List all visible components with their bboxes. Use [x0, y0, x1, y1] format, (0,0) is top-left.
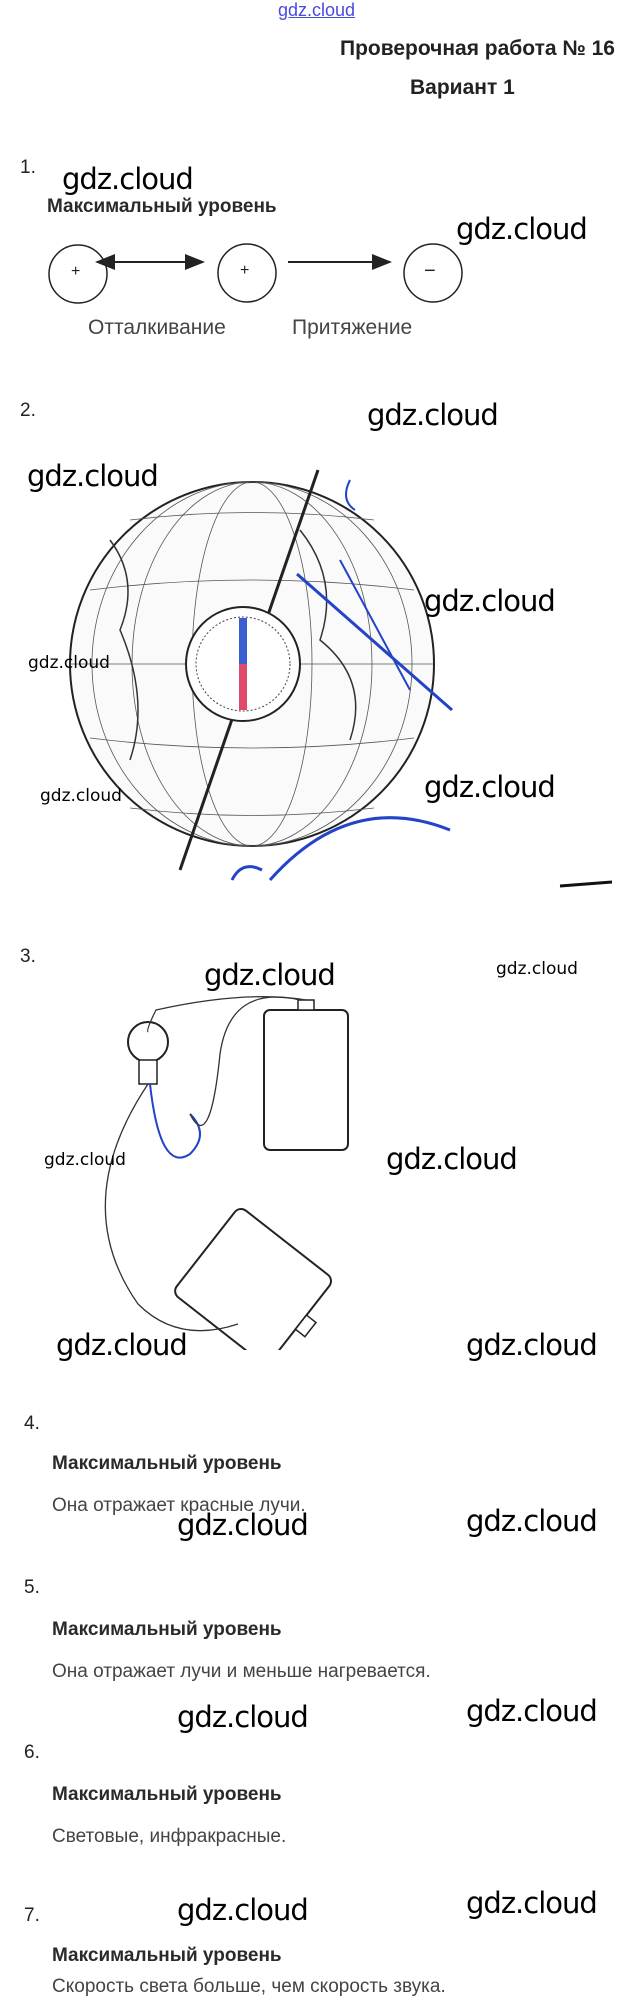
task-number: 5.	[24, 1577, 40, 1598]
plus-sign: +	[71, 263, 81, 280]
watermark: gdz.cloud	[62, 162, 194, 196]
watermark: gdz.cloud	[177, 1508, 309, 1542]
task-number: 7.	[24, 1905, 40, 1926]
task-number: 2.	[20, 400, 36, 421]
watermark: gdz.cloud	[56, 1328, 188, 1362]
task-number: 1.	[20, 157, 36, 178]
watermark: gdz.cloud	[44, 1150, 126, 1170]
watermark: gdz.cloud	[424, 584, 556, 618]
answer-text: Скорость света больше, чем скорость звук…	[52, 1976, 446, 1997]
level-heading: Максимальный уровень	[52, 1784, 282, 1805]
charges-diagram	[48, 243, 463, 304]
plus-sign: +	[240, 262, 250, 279]
minus-sign: −	[424, 260, 436, 282]
globe-compass-drawing	[69, 469, 613, 888]
task-number: 4.	[24, 1413, 40, 1434]
watermark: gdz.cloud	[367, 398, 499, 432]
battery-icon	[263, 1009, 349, 1151]
variant-title: Вариант 1	[410, 76, 515, 99]
compass-needle-north	[239, 618, 247, 664]
level-heading: Максимальный уровень	[47, 196, 277, 217]
compass-needle-south	[239, 664, 247, 710]
repulsion-label: Отталкивание	[88, 316, 226, 339]
watermark: gdz.cloud	[204, 958, 336, 992]
page-title: Проверочная работа № 16	[339, 37, 615, 60]
watermark: gdz.cloud	[424, 770, 556, 804]
watermark: gdz.cloud	[466, 1886, 598, 1920]
level-heading: Максимальный уровень	[52, 1453, 282, 1474]
task-number: 6.	[24, 1742, 40, 1763]
level-heading: Максимальный уровень	[52, 1945, 282, 1966]
watermark: gdz.cloud	[466, 1694, 598, 1728]
watermark: gdz.cloud	[386, 1142, 518, 1176]
answer-text: Световые, инфракрасные.	[52, 1826, 287, 1847]
positive-charge	[217, 243, 277, 303]
level-heading: Максимальный уровень	[52, 1619, 282, 1640]
watermark: gdz.cloud	[177, 1893, 309, 1927]
negative-charge	[403, 243, 463, 303]
site-link[interactable]: gdz.cloud	[278, 0, 356, 20]
watermark: gdz.cloud	[28, 653, 110, 673]
watermark: gdz.cloud	[466, 1504, 598, 1538]
task-number: 3.	[20, 946, 36, 967]
circuit-drawing	[104, 996, 349, 1350]
watermark: gdz.cloud	[456, 212, 588, 246]
positive-charge	[48, 244, 108, 304]
watermark: gdz.cloud	[466, 1328, 598, 1362]
watermark: gdz.cloud	[40, 786, 122, 806]
watermark: gdz.cloud	[27, 459, 159, 493]
watermark: gdz.cloud	[177, 1700, 309, 1734]
answer-text: Она отражает красные лучи.	[52, 1495, 306, 1516]
attraction-label: Притяжение	[292, 316, 413, 339]
answer-text: Она отражает лучи и меньше нагревается.	[52, 1661, 431, 1682]
watermark: gdz.cloud	[496, 959, 578, 979]
